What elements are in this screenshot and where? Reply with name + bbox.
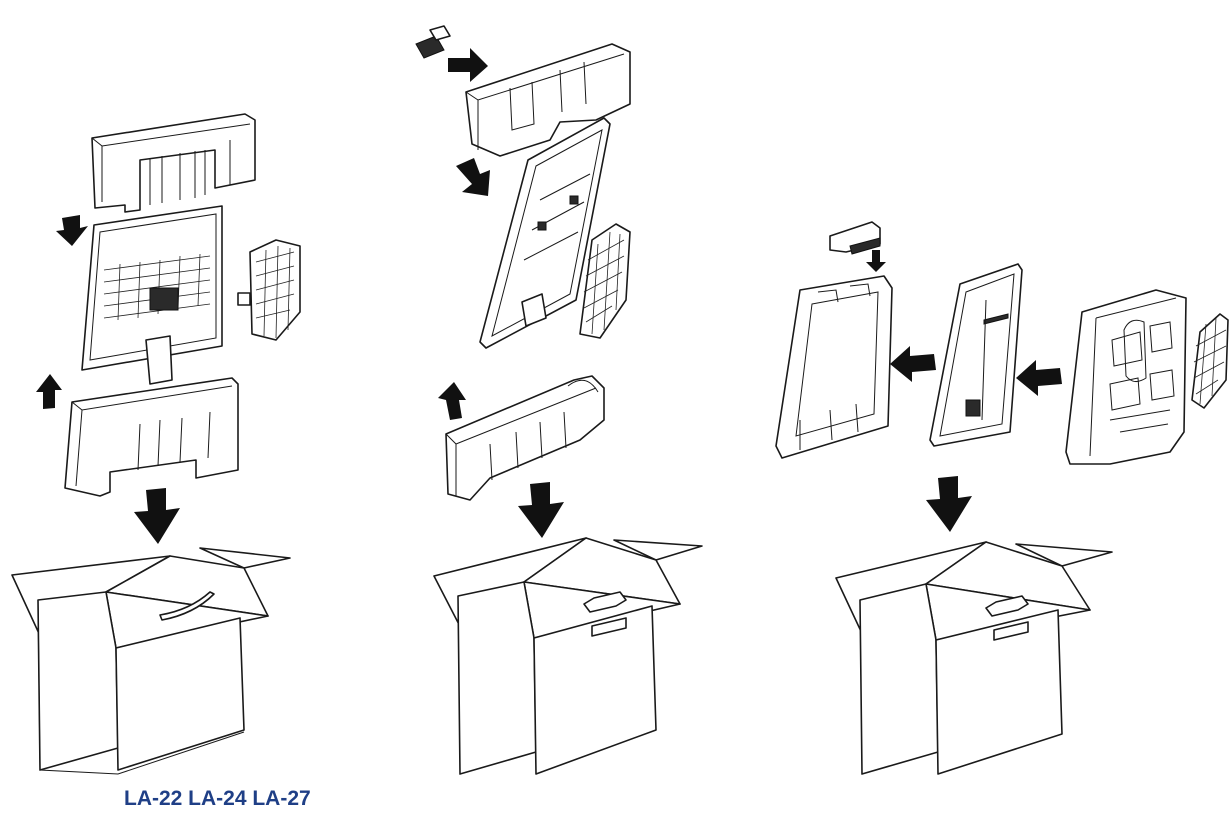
step-2-up-arrow bbox=[438, 382, 466, 420]
step-3-left-arrow-2 bbox=[1016, 360, 1062, 396]
step-1-up-arrow bbox=[36, 374, 62, 409]
model-caption: LA-22 LA-24 LA-27 bbox=[124, 787, 311, 810]
step-3-box-arrow bbox=[926, 476, 972, 532]
step-3-back-foam bbox=[1065, 289, 1187, 465]
step-3-box bbox=[835, 541, 1113, 775]
step-2-box-arrow bbox=[518, 482, 564, 538]
step-3-accessory bbox=[829, 221, 881, 255]
step-2-stand-base bbox=[579, 223, 631, 339]
step-2-accessory bbox=[415, 25, 451, 59]
step-1-monitor bbox=[81, 205, 223, 385]
step-2-down-arrow bbox=[456, 158, 490, 196]
step-3-front-foam bbox=[775, 275, 893, 459]
step-3-small-down-arrow bbox=[866, 250, 886, 272]
step-2-right-arrow bbox=[448, 48, 488, 82]
step-1-top-foam bbox=[91, 113, 256, 213]
step-1-stand-base bbox=[237, 239, 301, 341]
step-3-stand-base bbox=[1191, 313, 1229, 409]
step-1-box bbox=[11, 547, 291, 775]
step-1-down-arrow bbox=[56, 215, 88, 246]
step-1-box-arrow bbox=[134, 488, 180, 544]
step-3-left-arrow-1 bbox=[890, 346, 936, 382]
step-2-top-foam bbox=[465, 43, 631, 157]
step-2-box bbox=[433, 537, 703, 775]
step-3-assembly bbox=[775, 221, 1229, 775]
step-2-monitor bbox=[479, 117, 611, 349]
step-1-assembly bbox=[11, 113, 301, 775]
step-3-monitor bbox=[929, 263, 1023, 447]
step-1-bottom-foam bbox=[64, 377, 239, 497]
step-2-bottom-foam bbox=[445, 375, 605, 501]
step-2-assembly bbox=[415, 25, 703, 775]
